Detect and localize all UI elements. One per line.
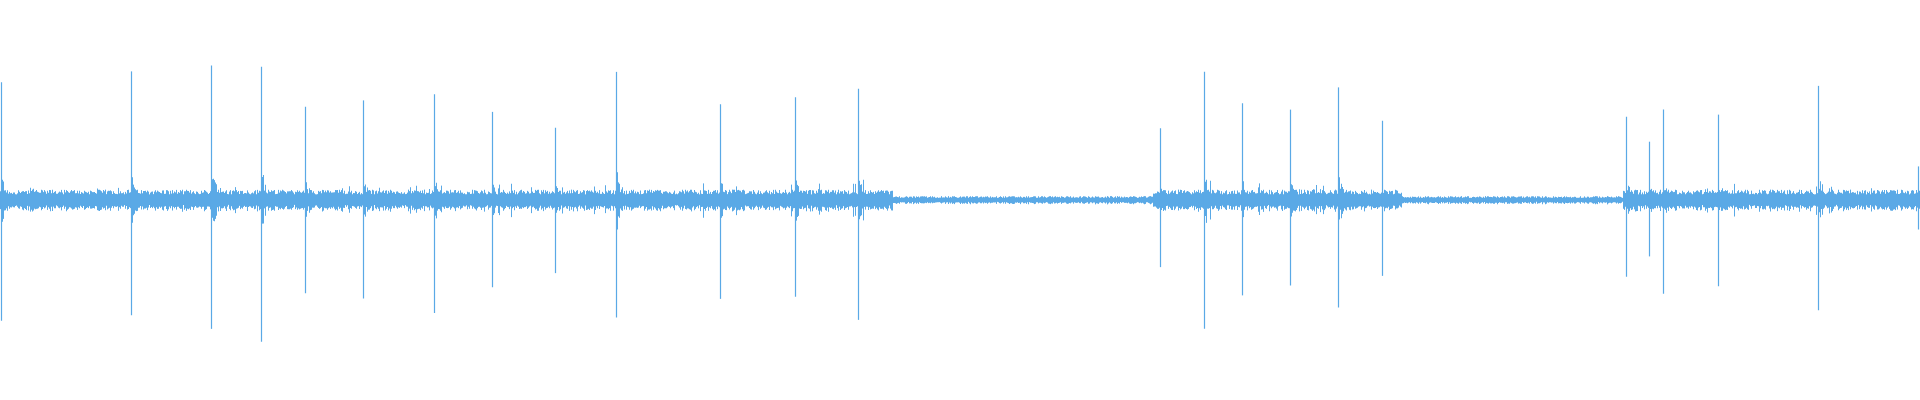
waveform-bars: [0, 65, 1920, 342]
waveform-baseline: [0, 172, 1920, 230]
